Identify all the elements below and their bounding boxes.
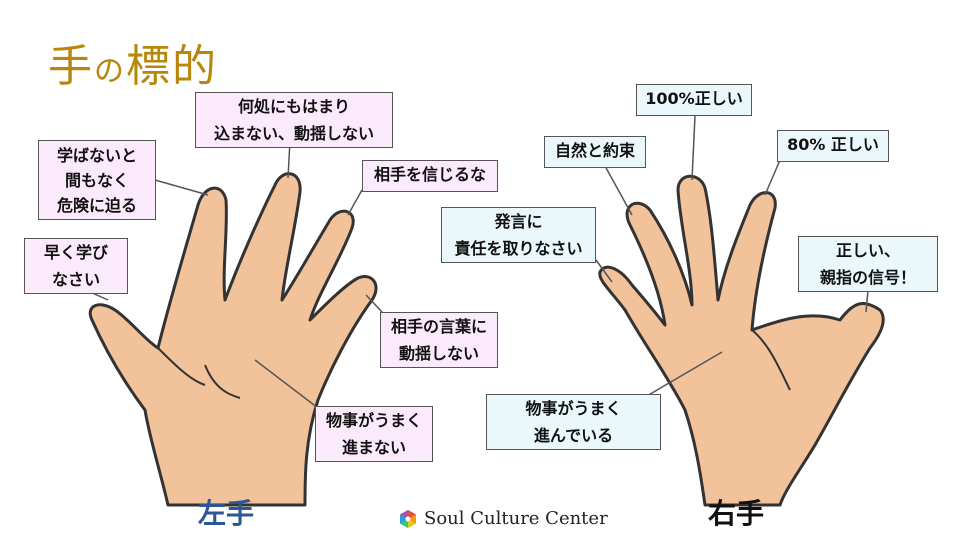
- label-left-palm: 物事がうまく進まない: [315, 406, 433, 462]
- page-title: 手の標的: [48, 41, 218, 92]
- left-hand-caption: 左手: [198, 497, 255, 530]
- right-hand-caption: 右手: [708, 497, 765, 530]
- label-right-middle: 100%正しい: [636, 84, 752, 116]
- label-left-ring: 相手を信じるな: [362, 160, 498, 192]
- label-right-thumb: 正しい、親指の信号！: [798, 236, 938, 292]
- label-right-index: 80% 正しい: [777, 130, 889, 162]
- label-left-thumb: 早く学びなさい: [24, 238, 128, 294]
- footer-text: Soul Culture Center: [424, 508, 608, 529]
- label-right-ring: 自然と約束: [544, 136, 646, 168]
- hexagon-flower-logo-icon: [400, 509, 416, 528]
- label-left-middle: 何処にもはまり込まない、動揺しない: [195, 92, 393, 148]
- footer: Soul Culture Center: [398, 508, 608, 529]
- label-right-little: 発言に責任を取りなさい: [441, 207, 596, 263]
- right-hand-shape: [598, 174, 885, 507]
- label-left-index: 学ばないと間もなく危険に迫る: [38, 140, 156, 220]
- label-right-palm: 物事がうまく進んでいる: [486, 394, 661, 450]
- label-left-little: 相手の言葉に動揺しない: [380, 312, 498, 368]
